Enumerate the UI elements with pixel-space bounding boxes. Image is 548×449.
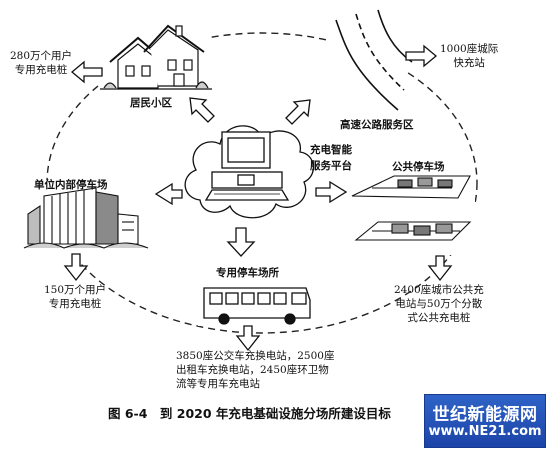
arrow-to-dedicated-target (235, 325, 261, 352)
parking-lot-icon (351, 175, 472, 241)
watermark-logo: 世纪新能源网 www.NE21.com (424, 394, 546, 448)
highway-target-line-2: 快充站 (453, 57, 485, 69)
platform-title-line-1: 充电智能 (310, 144, 352, 156)
arrow-platform-to-dedicated (226, 227, 256, 257)
arrow-platform-to-residential (189, 97, 215, 123)
watermark-line-1: 世纪新能源网 (432, 405, 538, 425)
arrow-platform-to-workplace (154, 182, 183, 206)
residential-target-label: 280万个用户 专用充电桩 (10, 49, 72, 77)
figure-caption: 图 6-4 到 2020 年充电基础设施分场所建设目标 (108, 406, 391, 421)
arrow-to-public-target (427, 255, 453, 282)
public-parking-title: 公共停车场 (392, 161, 445, 173)
workplace-target-line-1: 150万个用户 (44, 284, 107, 296)
dedicated-title: 专用停车场所 (216, 267, 279, 279)
bus-icon (203, 287, 311, 325)
workplace-target-label: 150万个用户 专用充电桩 (44, 283, 106, 311)
arrows (63, 44, 453, 352)
platform-title: 充电智能 服务平台 (310, 142, 352, 174)
workplace-target-line-2: 专用充电桩 (48, 298, 102, 310)
office-building-icon (23, 187, 149, 249)
cloud-computer-icon (184, 125, 314, 219)
platform-title-line-2: 服务平台 (310, 160, 352, 172)
residential-target-line-2: 专用充电桩 (14, 64, 68, 76)
highway-title: 高速公路服务区 (340, 119, 414, 131)
arrow-to-residential-target (70, 60, 103, 84)
residential-title: 居民小区 (130, 97, 172, 109)
house-icon (100, 24, 212, 90)
road-backdrop (330, 10, 405, 120)
highway-target-line-1: 1000座城际 (440, 43, 499, 55)
arrow-platform-to-highway (285, 99, 311, 125)
highway-target-label: 1000座城际 快充站 (440, 42, 498, 70)
public-parking-target-line-3: 式公共充电桩 (407, 312, 471, 324)
dedicated-target-line-3: 流等专用车充电站 (176, 378, 260, 390)
workplace-title: 单位内部停车场 (34, 179, 108, 191)
dedicated-target-label: 3850座公交车充换电站，2500座 出租车充换电站，2450座环卫物 流等专用… (176, 349, 334, 391)
dedicated-target-line-1: 3850座公交车充换电站，2500座 (176, 350, 335, 362)
public-parking-target-label: 2400座城市公共充 电站与50万个分散 式公共充电桩 (394, 283, 484, 325)
public-parking-target-line-2: 电站与50万个分散 (395, 298, 483, 310)
watermark-line-2: www.NE21.com (428, 424, 542, 439)
public-parking-target-line-1: 2400座城市公共充 (394, 284, 484, 296)
arrow-to-highway-target (405, 44, 438, 68)
arrow-to-workplace-target (63, 253, 89, 282)
arrow-platform-to-public (315, 180, 348, 204)
residential-target-line-1: 280万个用户 (10, 50, 73, 62)
dedicated-target-line-2: 出租车充换电站，2450座环卫物 (176, 364, 329, 376)
